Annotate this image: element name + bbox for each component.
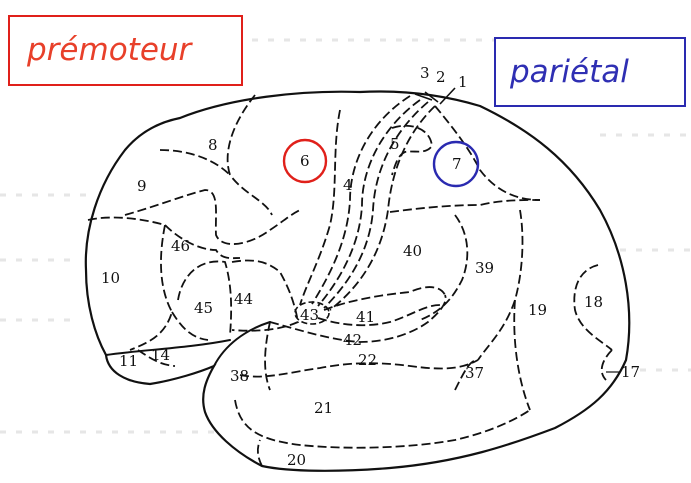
area-labels: 3 2 1 5 6 7 4 8 9 46 10 44 45 43 40 39 4…	[101, 64, 640, 469]
area-43-ellipse	[294, 301, 330, 325]
border-21-20	[234, 399, 531, 449]
area-label-22: 22	[358, 351, 377, 369]
central-sulcus-lines	[414, 87, 456, 105]
border-19-18	[573, 264, 613, 351]
parietal-label: pariétal	[509, 54, 629, 90]
sulcus-line-1	[439, 87, 456, 105]
border-central-1	[311, 95, 411, 305]
brain-outer-contour	[84, 90, 631, 472]
area-label-20: 20	[287, 451, 306, 469]
border-9-46	[124, 189, 301, 245]
area-label-7: 7	[452, 155, 462, 173]
area-label-37: 37	[465, 364, 484, 382]
border-7-40	[389, 199, 541, 213]
area-label-9: 9	[137, 177, 147, 195]
brain-outline	[84, 90, 631, 472]
premotor-label-box: prémoteur	[8, 15, 243, 86]
area-label-38: 38	[230, 367, 249, 385]
border-central-3	[323, 101, 429, 309]
brain-frontal-base	[105, 339, 231, 356]
border-5-7	[434, 105, 541, 201]
border-40-39	[419, 214, 469, 321]
area-label-46: 46	[171, 237, 190, 255]
area-label-5: 5	[390, 135, 400, 153]
parietal-label-box: pariétal	[494, 37, 686, 107]
sulcus-line-3	[414, 93, 433, 101]
border-44	[231, 259, 300, 332]
area-label-8: 8	[208, 136, 218, 154]
area-label-18: 18	[584, 293, 603, 311]
area-label-3: 3	[420, 64, 430, 82]
region-borders	[87, 94, 613, 467]
border-41-42	[317, 304, 441, 327]
border-38	[264, 321, 271, 391]
area-5-hook	[391, 124, 433, 176]
border-46-45	[164, 224, 241, 260]
border-central-4	[329, 105, 436, 311]
border-22-21	[239, 359, 479, 378]
border-10	[87, 216, 173, 351]
parietal-box	[494, 37, 686, 107]
border-area4-front	[299, 109, 341, 306]
border-9-8	[159, 149, 231, 176]
area-label-39: 39	[475, 259, 494, 277]
area-label-4: 4	[343, 176, 353, 194]
area-label-2: 2	[436, 68, 446, 86]
circle-area-6	[282, 138, 328, 184]
border-11-14	[137, 349, 176, 367]
border-45	[177, 260, 233, 336]
area-label-14: 14	[151, 346, 170, 364]
background-artifacts	[0, 38, 691, 434]
border-central-2	[317, 99, 421, 307]
border-37	[454, 359, 479, 391]
area-label-17: 17	[621, 363, 640, 381]
area-label-1: 1	[458, 73, 468, 91]
area-label-43: 43	[300, 306, 319, 324]
premotor-label: prémoteur	[26, 32, 194, 68]
border-20-base	[256, 439, 263, 467]
area-label-11: 11	[119, 352, 138, 370]
border-19-37	[513, 299, 531, 411]
area-label-45: 45	[194, 299, 213, 317]
border-45-bottom	[171, 311, 209, 341]
area-label-21: 21	[314, 399, 333, 417]
border-22-top	[269, 294, 447, 343]
area-label-19: 19	[528, 301, 547, 319]
area-label-42: 42	[343, 331, 362, 349]
area-label-6: 6	[300, 152, 310, 170]
area-label-10: 10	[101, 269, 120, 287]
brain-temporal-pole	[213, 321, 271, 367]
circle-area-7	[432, 140, 480, 188]
border-18-17	[600, 349, 613, 381]
border-8-6	[226, 94, 273, 216]
area-label-41: 41	[356, 308, 375, 326]
sulcus-line-2	[424, 91, 439, 103]
area-label-40: 40	[403, 242, 422, 260]
border-39-19	[477, 209, 524, 361]
premotor-box	[8, 15, 243, 86]
area-label-44: 44	[234, 290, 253, 308]
